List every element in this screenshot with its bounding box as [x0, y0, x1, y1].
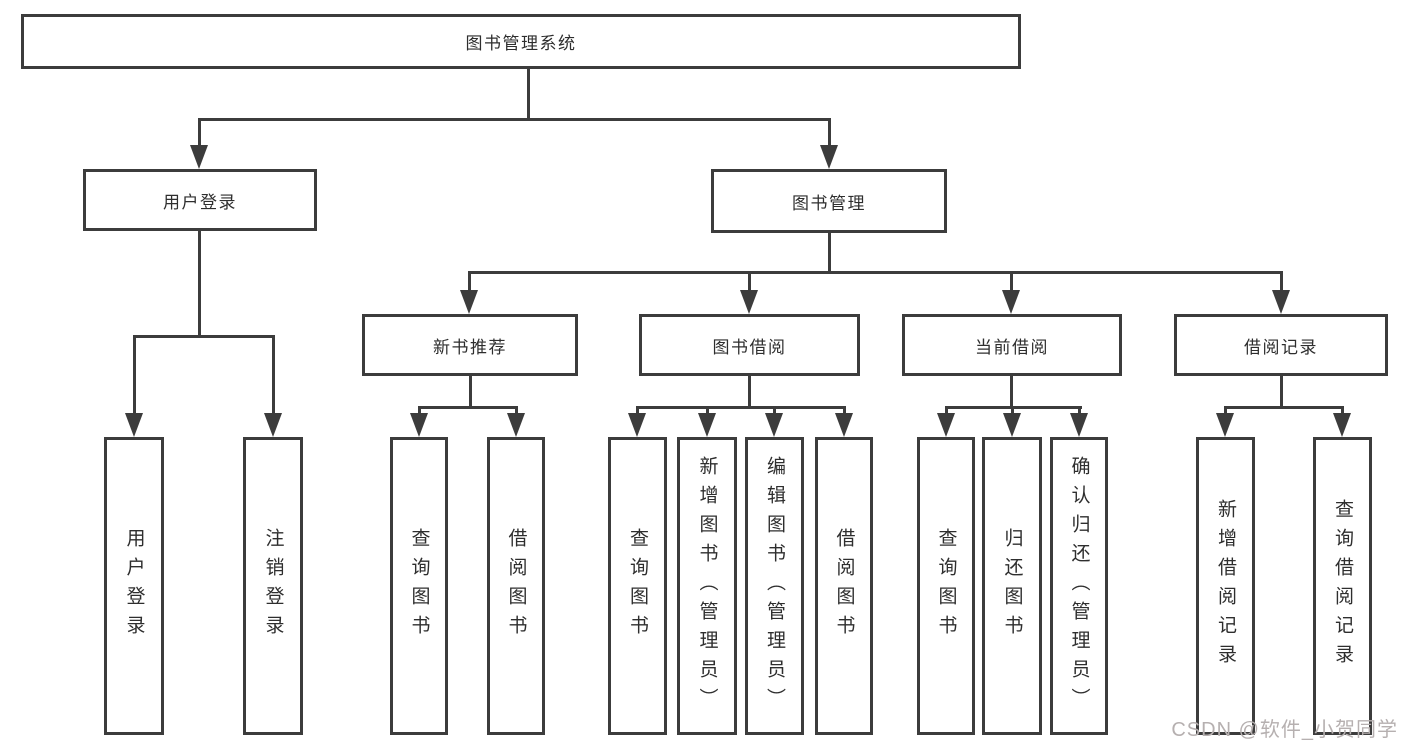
node-label: 归还图书	[1001, 528, 1023, 644]
node-book-borrow: 图书借阅	[639, 314, 860, 376]
connector-line	[515, 406, 518, 418]
node-label: 新增借阅记录	[1215, 499, 1236, 673]
node-query-books-current: 查询图书	[917, 437, 975, 735]
arrowhead-down-icon	[460, 290, 478, 314]
arrowhead-down-icon	[937, 413, 955, 437]
node-label: 当前借阅	[975, 337, 1049, 357]
arrowhead-down-icon	[628, 413, 646, 437]
watermark: CSDN @软件_小贺同学	[1171, 719, 1398, 741]
connector-line	[773, 406, 776, 418]
connector-line	[1010, 376, 1013, 409]
connector-line	[1224, 406, 1344, 409]
arrowhead-down-icon	[698, 413, 716, 437]
connector-line	[843, 406, 846, 418]
node-label: 用户登录	[163, 192, 237, 212]
connector-line	[198, 118, 201, 148]
node-add-book-admin: 新增图书（管理员）	[677, 437, 737, 735]
node-query-books-borrow: 查询图书	[608, 437, 667, 735]
connector-line	[828, 118, 831, 148]
arrowhead-down-icon	[507, 413, 525, 437]
node-query-books-recommend: 查询图书	[390, 437, 448, 735]
arrowhead-down-icon	[1216, 413, 1234, 437]
connector-line	[1078, 406, 1081, 418]
node-library-system-root: 图书管理系统	[21, 14, 1021, 69]
connector-line	[418, 406, 421, 418]
arrowhead-down-icon	[740, 290, 758, 314]
connector-line	[828, 233, 831, 274]
node-label: 编辑图书（管理员）	[764, 455, 785, 717]
node-label: 图书管理系统	[465, 34, 577, 53]
arrowhead-down-icon	[1272, 290, 1290, 314]
arrowhead-down-icon	[1002, 290, 1020, 314]
connector-line	[133, 335, 275, 338]
node-label: 查询借阅记录	[1332, 499, 1353, 673]
connector-line	[1011, 406, 1014, 418]
connector-line	[945, 406, 948, 418]
node-book-management-branch: 图书管理	[711, 169, 947, 233]
node-confirm-return-admin: 确认归还（管理员）	[1050, 437, 1108, 735]
node-label: 图书管理	[792, 193, 866, 213]
connector-line	[1224, 406, 1227, 418]
connector-line	[706, 406, 709, 418]
node-label: 查询图书	[935, 528, 957, 644]
node-label: 新书推荐	[433, 337, 507, 357]
node-label: 确认归还（管理员）	[1068, 455, 1090, 717]
node-borrow-books-leaf: 借阅图书	[815, 437, 873, 735]
node-add-borrow-record: 新增借阅记录	[1196, 437, 1255, 735]
connector-line	[469, 376, 472, 409]
node-label: 新增图书（管理员）	[696, 455, 718, 717]
arrowhead-down-icon	[125, 413, 143, 437]
connector-line	[636, 406, 639, 418]
node-edit-book-admin: 编辑图书（管理员）	[745, 437, 804, 735]
node-label: 图书借阅	[712, 337, 787, 357]
node-logout-leaf: 注销登录	[243, 437, 303, 735]
connector-line	[636, 406, 846, 409]
connector-line	[198, 231, 201, 338]
node-label: 用户登录	[123, 528, 145, 644]
connector-line	[198, 118, 831, 121]
arrowhead-down-icon	[190, 145, 208, 169]
node-current-borrow: 当前借阅	[902, 314, 1122, 376]
arrowhead-down-icon	[1003, 413, 1021, 437]
connector-line	[468, 271, 1283, 274]
arrowhead-down-icon	[835, 413, 853, 437]
arrowhead-down-icon	[264, 413, 282, 437]
connector-line	[1280, 271, 1283, 295]
connector-line	[748, 271, 751, 295]
arrowhead-down-icon	[820, 145, 838, 169]
node-query-borrow-record: 查询借阅记录	[1313, 437, 1372, 735]
node-label: 查询图书	[627, 528, 648, 644]
connector-line	[1341, 406, 1344, 418]
node-return-book: 归还图书	[982, 437, 1042, 735]
node-user-login-leaf: 用户登录	[104, 437, 164, 735]
node-new-book-recommend: 新书推荐	[362, 314, 578, 376]
connector-line	[272, 335, 275, 417]
connector-line	[1280, 376, 1283, 409]
arrowhead-down-icon	[1333, 413, 1351, 437]
connector-line	[1010, 271, 1013, 295]
connector-line	[133, 335, 136, 417]
node-label: 查询图书	[408, 528, 430, 644]
node-label: 借阅记录	[1244, 337, 1318, 357]
connector-line	[748, 376, 751, 409]
connector-line	[418, 406, 518, 409]
node-borrow-books-recommend: 借阅图书	[487, 437, 545, 735]
node-borrow-records: 借阅记录	[1174, 314, 1388, 376]
node-label: 借阅图书	[505, 528, 527, 644]
arrowhead-down-icon	[765, 413, 783, 437]
arrowhead-down-icon	[410, 413, 428, 437]
node-label: 注销登录	[262, 528, 284, 644]
node-label: 借阅图书	[833, 528, 855, 644]
arrowhead-down-icon	[1070, 413, 1088, 437]
node-user-login-branch: 用户登录	[83, 169, 317, 231]
connector-line	[468, 271, 471, 295]
connector-line	[527, 69, 530, 121]
